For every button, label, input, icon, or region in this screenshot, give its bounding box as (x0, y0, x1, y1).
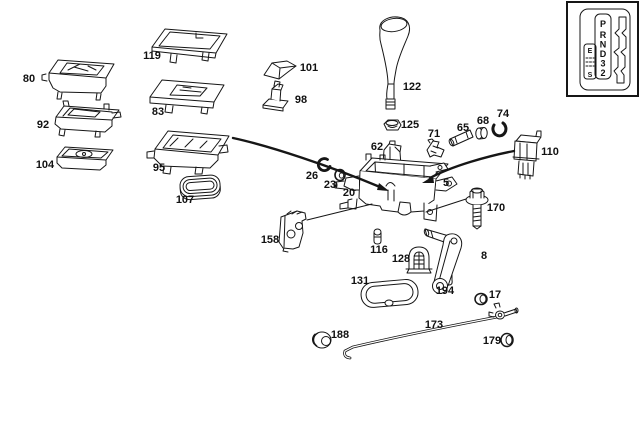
part-number-labels: 80 92 104 119 83 95 107 101 98 122 125 6… (23, 50, 559, 347)
part-label-110: 110 (541, 146, 559, 158)
part-label-62: 62 (371, 141, 383, 153)
part-label-128: 128 (392, 253, 410, 265)
part-label-158: 158 (261, 234, 279, 246)
part-label-26: 26 (306, 170, 318, 182)
part-label-116: 116 (370, 244, 388, 256)
part-label-98: 98 (295, 94, 307, 106)
mode-letter-e: E (588, 48, 593, 55)
part-80-shift-bezel (41, 59, 115, 101)
leader-line-158 (306, 203, 373, 221)
shift-gate-outline (613, 16, 627, 84)
part-label-188: 188 (331, 329, 349, 341)
part-label-8: 8 (481, 250, 487, 262)
part-131-gasket (360, 279, 419, 308)
part-173-selector-rod (343, 302, 519, 360)
gear-letter-n: N (600, 40, 607, 50)
shift-pattern-legend: P R N D 3 2 E S (566, 1, 639, 97)
part-188-knob-cap (311, 331, 332, 349)
part-8-lever-arm (423, 228, 463, 294)
part-label-173: 173 (425, 319, 443, 331)
part-158-bracket (278, 210, 307, 253)
part-label-104: 104 (36, 159, 55, 171)
part-label-107: 107 (176, 194, 194, 206)
part-label-122: 122 (403, 81, 421, 93)
part-label-170: 170 (487, 202, 505, 214)
part-98-pedestal (262, 80, 289, 112)
part-125-nut (383, 119, 402, 131)
gear-letter-d: D (600, 49, 607, 59)
gear-letter-p: P (600, 19, 606, 29)
part-label-179: 179 (483, 335, 501, 347)
mode-letter-s: S (588, 72, 593, 79)
gear-letter-2: 2 (600, 68, 605, 78)
gear-letter-r: R (600, 30, 607, 40)
gear-letter-3: 3 (600, 59, 605, 69)
part-label-194: 194 (436, 285, 455, 297)
part-label-125: 125 (401, 119, 419, 131)
part-179-bushing (500, 332, 514, 348)
part-label-17: 17 (489, 289, 501, 301)
leader-curve-left (231, 136, 389, 191)
part-83-cover-plate (149, 79, 225, 115)
part-26-snap-ring (316, 157, 332, 172)
part-label-95: 95 (153, 162, 165, 174)
part-label-74: 74 (497, 108, 510, 120)
part-122-shift-knob (379, 16, 411, 110)
part-107-rubber-boot (179, 174, 221, 201)
part-label-92: 92 (37, 119, 49, 131)
part-170-bolt (465, 187, 489, 230)
legend-mode-column (583, 43, 597, 80)
part-label-71: 71 (428, 128, 440, 140)
part-label-83: 83 (152, 106, 164, 118)
part-92-slide-cover (54, 100, 122, 138)
part-5-shifter-housing (333, 153, 458, 222)
part-104-tray (56, 146, 114, 171)
part-128-gate-segment (405, 246, 433, 274)
part-65-pin (448, 129, 474, 147)
leader-curve-right (422, 149, 516, 183)
part-label-131: 131 (351, 275, 369, 287)
leader-line-170 (425, 198, 467, 213)
part-17-bushing (474, 292, 488, 306)
mode-dashes (585, 57, 595, 67)
part-71-contact (426, 138, 445, 158)
legend-gear-column (594, 13, 612, 80)
part-68-bushing (475, 127, 488, 140)
part-label-5: 5 (443, 177, 449, 189)
part-label-23: 23 (324, 179, 336, 191)
part-label-65: 65 (457, 122, 469, 134)
part-label-119: 119 (143, 50, 161, 62)
part-110-switch (512, 130, 542, 180)
part-label-80: 80 (23, 73, 35, 85)
part-95-frame-assembly (146, 130, 230, 175)
part-label-101: 101 (300, 62, 318, 74)
part-label-68: 68 (477, 115, 489, 127)
legend-plate (579, 8, 631, 91)
part-116-pin (373, 228, 382, 245)
part-119-frame (151, 28, 228, 64)
part-label-20: 20 (343, 187, 355, 199)
part-101-bracket (263, 60, 297, 80)
part-74-e-clip (491, 121, 508, 138)
